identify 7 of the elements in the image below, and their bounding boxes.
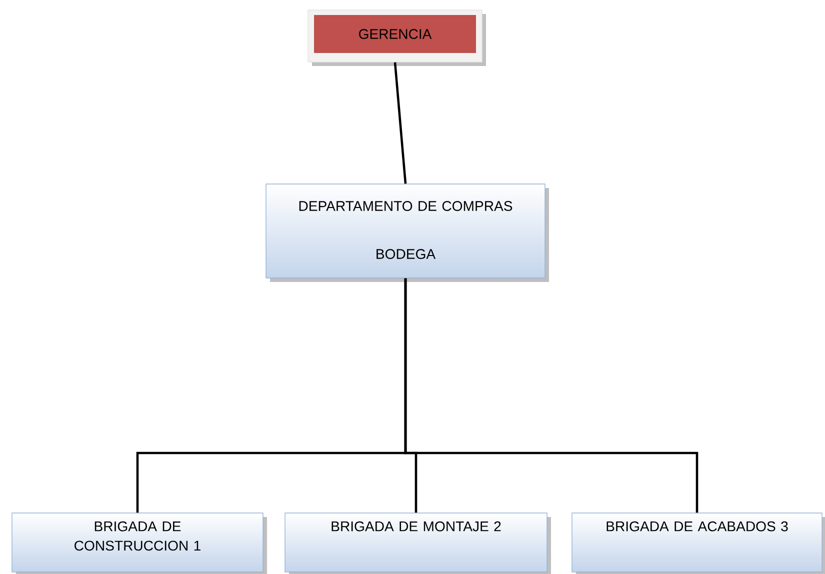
org-box: BRIGADA DE MONTAJE 2 xyxy=(284,512,551,574)
org-box: BRIGADA DE ACABADOS 3 xyxy=(572,512,825,574)
org-box: GERENCIA xyxy=(308,10,486,66)
org-box: DEPARTAMENTO DE COMPRAS BODEGA xyxy=(266,184,549,282)
connector-line xyxy=(404,278,698,513)
org-box: BRIGADA DE CONSTRUCCION 1 xyxy=(12,512,267,574)
connector-line xyxy=(394,62,407,184)
